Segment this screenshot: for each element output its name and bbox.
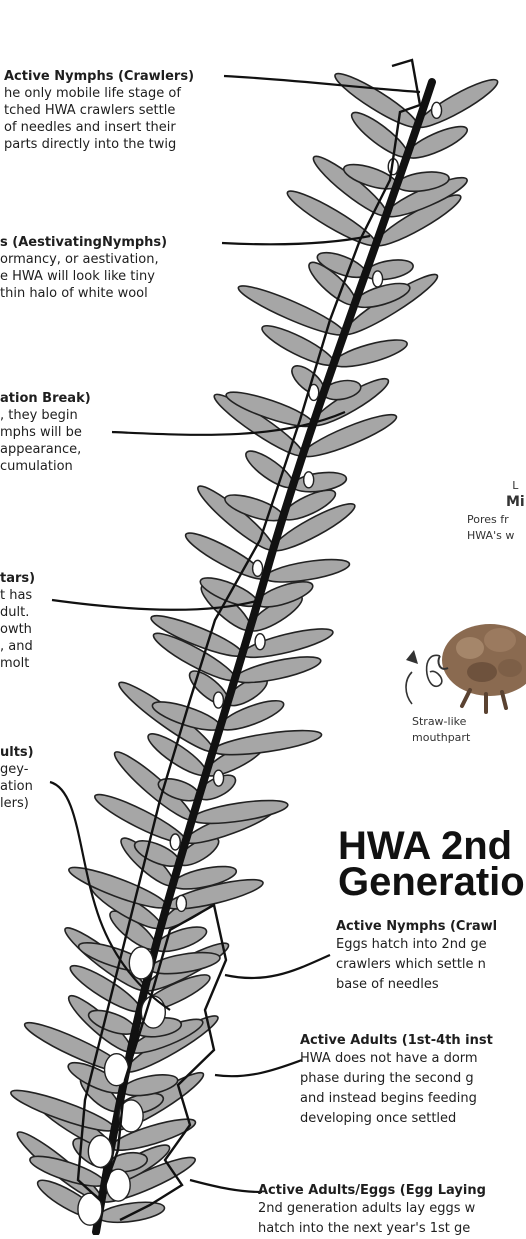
anatomy-title-line: Mi (506, 494, 525, 510)
stage-desc-line: gey- (0, 761, 34, 778)
stage-label-instars: tars) t has dult. owth , and molt (0, 570, 35, 672)
stage-title: Active Nymphs (Crawlers) (4, 68, 194, 85)
egg-sac (253, 560, 263, 576)
mouthpart-label-line: Straw-like (412, 714, 470, 730)
pores-label-line: Pores fr (467, 512, 514, 528)
stage-desc-line: developing once settled (300, 1109, 493, 1129)
stage-label-adults: ults) gey- ation lers) (0, 744, 34, 812)
stage-title: ation Break) (0, 390, 91, 407)
stage-desc-line: , they begin (0, 407, 91, 424)
needle (212, 726, 323, 760)
egg-sac (170, 834, 180, 850)
stage-label-aestivating-nymphs: s (AestivatingNymphs) ormancy, or aestiv… (0, 234, 167, 302)
stage-desc-line: 2nd generation adults lay eggs w (258, 1199, 486, 1219)
connector-line (225, 955, 330, 978)
stage-desc-line: phase during the second g (300, 1069, 493, 1089)
mouthpart-label-line: mouthpart (412, 730, 470, 746)
stage-title: ults) (0, 744, 34, 761)
stage-title: s (AestivatingNymphs) (0, 234, 167, 251)
stage-desc-line: ormancy, or aestivation, (0, 251, 167, 268)
stage-desc-line: parts directly into the twig (4, 136, 194, 153)
mouthpart-arrowhead (406, 650, 418, 664)
stage-desc-line: e HWA will look like tiny (0, 268, 167, 285)
pores-label-line: HWA's w (467, 528, 514, 544)
stage-desc-line: tched HWA crawlers settle (4, 102, 194, 119)
heading-line: HWA 2nd (338, 828, 525, 864)
stage-label-aestivation-break: ation Break) , they begin mphs will be a… (0, 390, 91, 475)
connector-line (215, 1060, 302, 1076)
pores-label: Pores fr HWA's w (467, 512, 514, 544)
heading-line: Generatio (338, 864, 525, 900)
egg-sac (304, 472, 314, 488)
stage-desc-line: base of needles (336, 975, 497, 995)
egg-sac (432, 102, 442, 118)
mouthpart-arrow (406, 655, 442, 704)
stage-label-active-nymphs: Active Nymphs (Crawlers) he only mobile … (4, 68, 194, 153)
stage-desc-line: he only mobile life stage of (4, 85, 194, 102)
mouthpart-label: Straw-like mouthpart (412, 714, 470, 746)
stage-title: Active Adults (1st-4th inst (300, 1032, 493, 1049)
stage-title: Active Nymphs (Crawl (336, 918, 497, 935)
stage-desc-line: molt (0, 655, 35, 672)
egg-sac (213, 692, 223, 708)
anatomy-title: L Mi (506, 478, 525, 510)
egg-sac (176, 895, 186, 911)
egg-sac (255, 634, 265, 650)
stage-desc-line: crawlers which settle n (336, 955, 497, 975)
anatomy-title-line: L (506, 478, 525, 494)
stage-desc-line: dult. (0, 604, 35, 621)
stage-desc-line: ation (0, 778, 34, 795)
connector-line (190, 1180, 262, 1192)
second-generation-heading: HWA 2nd Generatio (338, 828, 525, 900)
stage-desc-line: cumulation (0, 458, 91, 475)
connector-line (224, 76, 420, 92)
egg-sac (129, 947, 153, 979)
stage-desc-line: of needles and insert their (4, 119, 194, 136)
egg-sac (141, 996, 165, 1028)
stage-desc-line: hatch into the next year's 1st ge (258, 1219, 486, 1239)
egg-sac (88, 1135, 112, 1167)
stage-desc-line: owth (0, 621, 35, 638)
stage-desc-line: and instead begins feeding (300, 1089, 493, 1109)
stage-desc-line: HWA does not have a dorm (300, 1049, 493, 1069)
stage-desc-line: mphs will be (0, 424, 91, 441)
gen2-stage-crawlers: Active Nymphs (Crawl Eggs hatch into 2nd… (336, 918, 497, 995)
stage-desc-line: , and (0, 638, 35, 655)
stage-desc-line: lers) (0, 795, 34, 812)
egg-sac (214, 770, 224, 786)
stage-desc-line: Eggs hatch into 2nd ge (336, 935, 497, 955)
hwa-insect-illustration (438, 624, 526, 712)
egg-sac (373, 271, 383, 287)
stage-desc-line: thin halo of white wool (0, 285, 167, 302)
stage-desc-line: t has (0, 587, 35, 604)
stage-title: tars) (0, 570, 35, 587)
stage-title: Active Adults/Eggs (Egg Laying (258, 1182, 486, 1199)
gen2-stage-egg-laying: Active Adults/Eggs (Egg Laying 2nd gener… (258, 1182, 486, 1239)
stage-desc-line: appearance, (0, 441, 91, 458)
gen2-stage-adults: Active Adults (1st-4th inst HWA does not… (300, 1032, 493, 1129)
